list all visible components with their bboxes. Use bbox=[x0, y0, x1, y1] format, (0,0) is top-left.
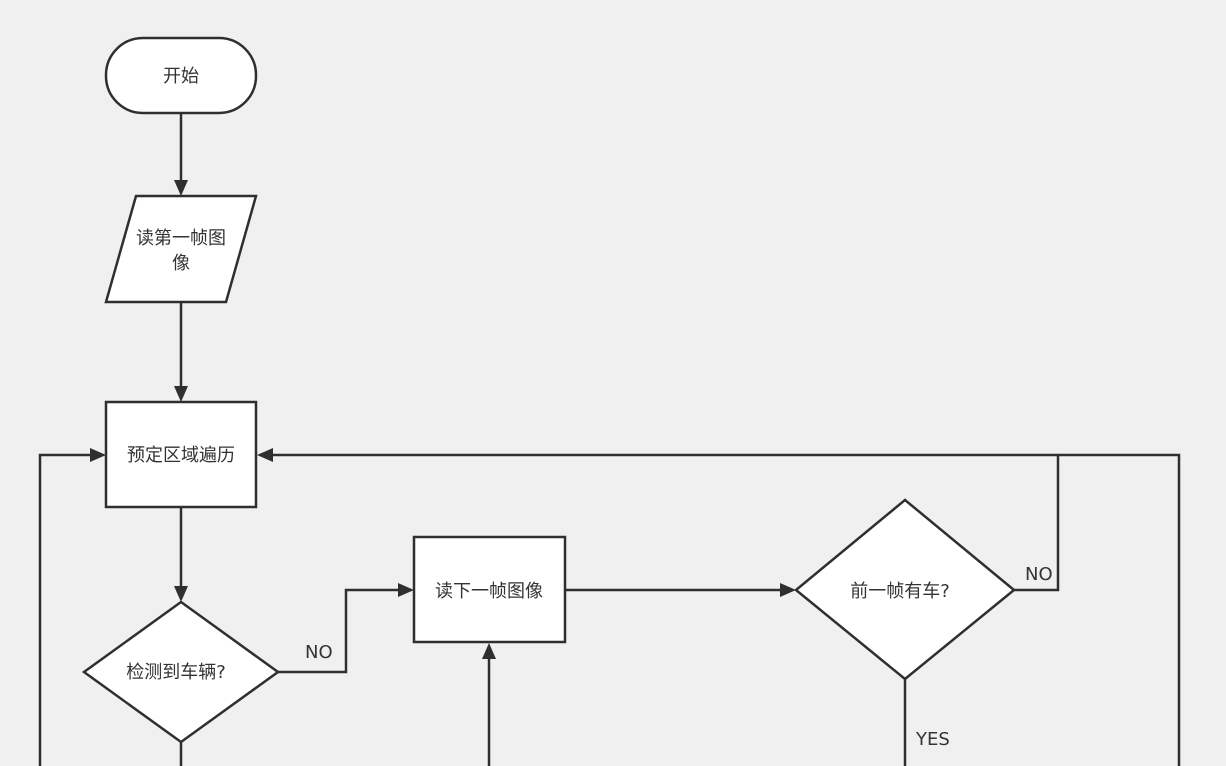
node-traverse-area[interactable]: 预定区域遍历 bbox=[104, 400, 258, 509]
edge-read-first-to-traverse bbox=[174, 302, 188, 402]
edge-prev-no-to-traverse bbox=[257, 448, 1060, 592]
node-read-first-frame-label-line1: 读第一帧图 bbox=[136, 228, 226, 249]
node-read-next-frame-label: 读下一帧图像 bbox=[435, 581, 543, 602]
edge-label-prev-yes: YES bbox=[915, 729, 950, 750]
edge-label-prev-no: NO bbox=[1025, 564, 1053, 585]
edge-up-to-read-next bbox=[482, 643, 496, 766]
node-detect-vehicle-label: 检测到车辆? bbox=[126, 662, 226, 683]
node-read-first-frame-label-line2: 像 bbox=[172, 253, 190, 274]
edge-label-detect-no: NO bbox=[305, 642, 333, 663]
edge-right-loop bbox=[1058, 453, 1181, 766]
node-read-first-frame[interactable]: 读第一帧图 像 bbox=[104, 194, 258, 304]
edge-detect-no-to-read-next bbox=[278, 583, 414, 674]
edge-read-next-to-prev-has-car bbox=[566, 583, 796, 597]
edge-left-loop-to-traverse bbox=[38, 448, 106, 766]
node-read-next-frame[interactable]: 读下一帧图像 bbox=[412, 535, 567, 644]
edge-traverse-to-detect bbox=[174, 507, 188, 602]
node-start-label: 开始 bbox=[163, 66, 199, 87]
node-start[interactable]: 开始 bbox=[104, 36, 258, 115]
edge-start-to-read-first bbox=[174, 113, 188, 196]
node-prev-frame-has-car-label: 前一帧有车? bbox=[850, 581, 950, 602]
node-prev-frame-has-car[interactable]: 前一帧有车? bbox=[794, 498, 1016, 681]
node-detect-vehicle[interactable]: 检测到车辆? bbox=[81, 600, 281, 744]
node-traverse-area-label: 预定区域遍历 bbox=[127, 445, 235, 466]
